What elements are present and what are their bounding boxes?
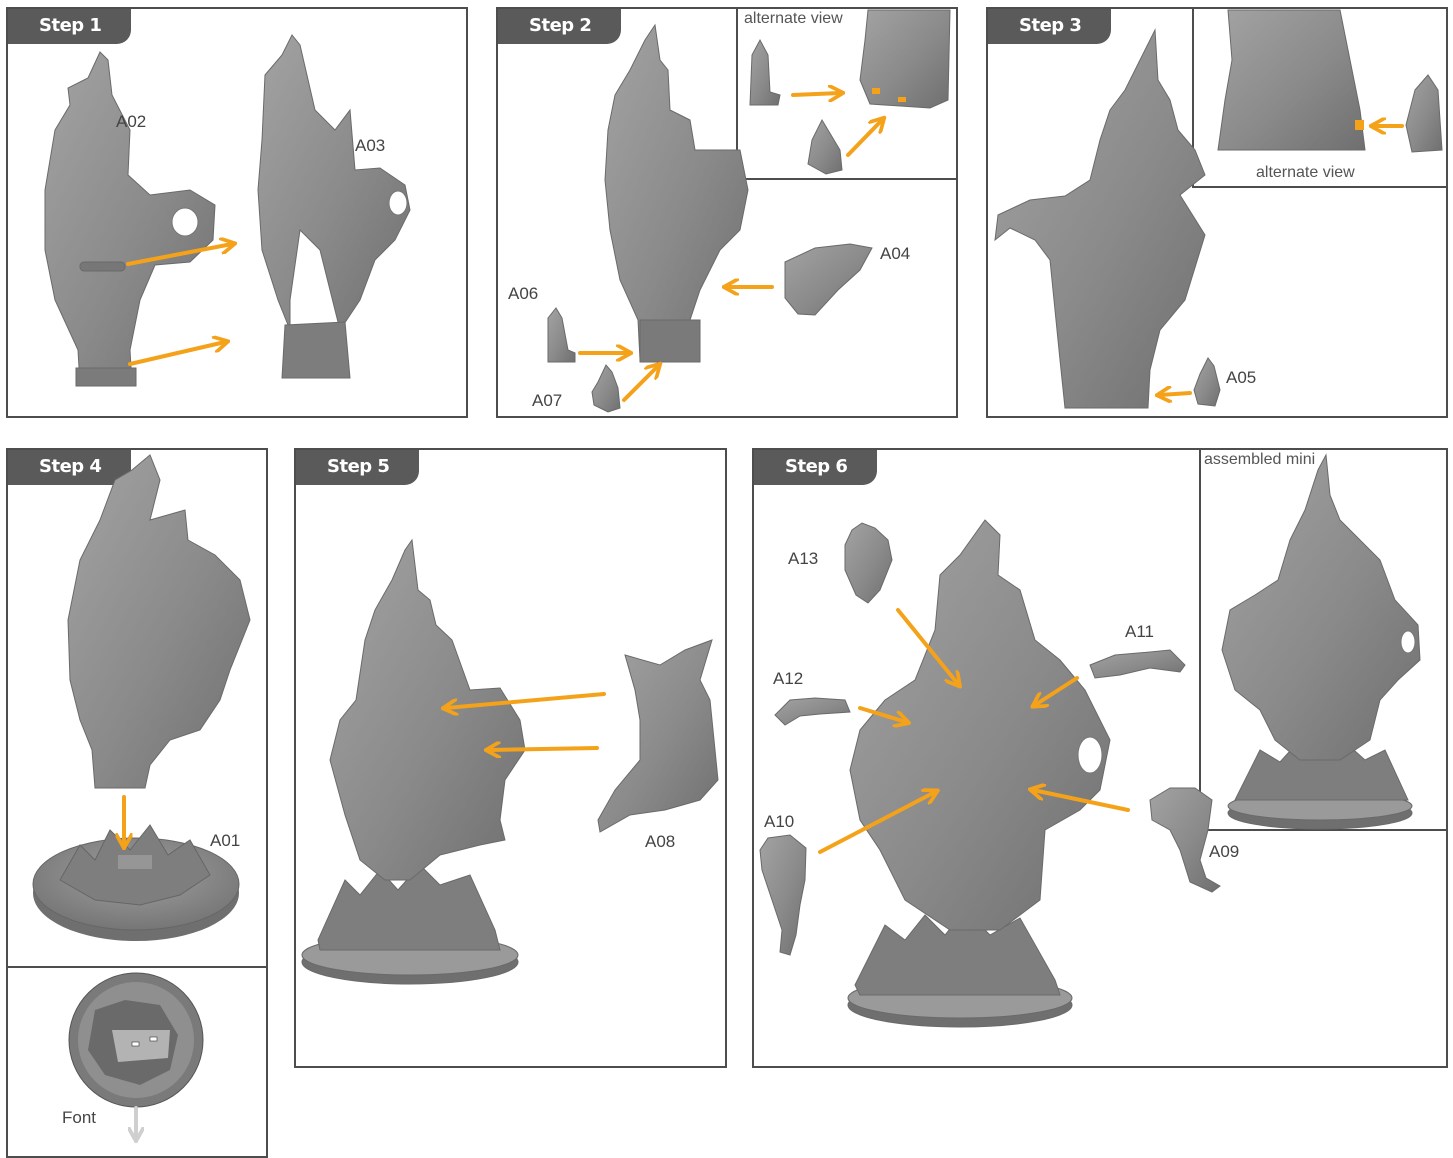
- label-a01: A01: [210, 831, 240, 851]
- label-a04: A04: [880, 244, 910, 264]
- assembled-mini-inset: assembled mini: [1199, 448, 1448, 831]
- step-6-tab: Step 6: [753, 449, 877, 485]
- label-a07: A07: [532, 391, 562, 411]
- label-a09: A09: [1209, 842, 1239, 862]
- label-a10: A10: [764, 812, 794, 832]
- label-a02: A02: [116, 112, 146, 132]
- label-a06: A06: [508, 284, 538, 304]
- step-5-tab: Step 5: [295, 449, 419, 485]
- label-a11: A11: [1125, 622, 1154, 642]
- font-inset: [6, 966, 268, 1158]
- alternate-view-label-1: alternate view: [744, 10, 843, 28]
- label-a12: A12: [773, 669, 803, 689]
- step-4-tab: Step 4: [7, 449, 131, 485]
- assembled-mini-label: assembled mini: [1204, 451, 1315, 469]
- step-1-tab: Step 1: [7, 8, 131, 44]
- step-2-panel: Step 2 alternate view: [496, 7, 958, 418]
- alternate-view-label-2: alternate view: [1256, 164, 1355, 182]
- step-1-panel: Step 1: [6, 7, 468, 418]
- label-a05: A05: [1226, 368, 1256, 388]
- label-a03: A03: [355, 136, 385, 156]
- step-4-panel: Step 4: [6, 448, 268, 1158]
- alternate-view-inset-2: alternate view: [1192, 7, 1448, 188]
- step-5-panel: Step 5: [294, 448, 727, 1068]
- step-3-panel: Step 3 alternate view: [986, 7, 1448, 418]
- step-2-tab: Step 2: [497, 8, 621, 44]
- font-label: Font: [62, 1108, 96, 1128]
- step-6-panel: Step 6 assembled mini: [752, 448, 1448, 1068]
- step-3-tab: Step 3: [987, 8, 1111, 44]
- label-a13: A13: [788, 549, 818, 569]
- alternate-view-inset-1: alternate view: [736, 7, 958, 180]
- label-a08: A08: [645, 832, 675, 852]
